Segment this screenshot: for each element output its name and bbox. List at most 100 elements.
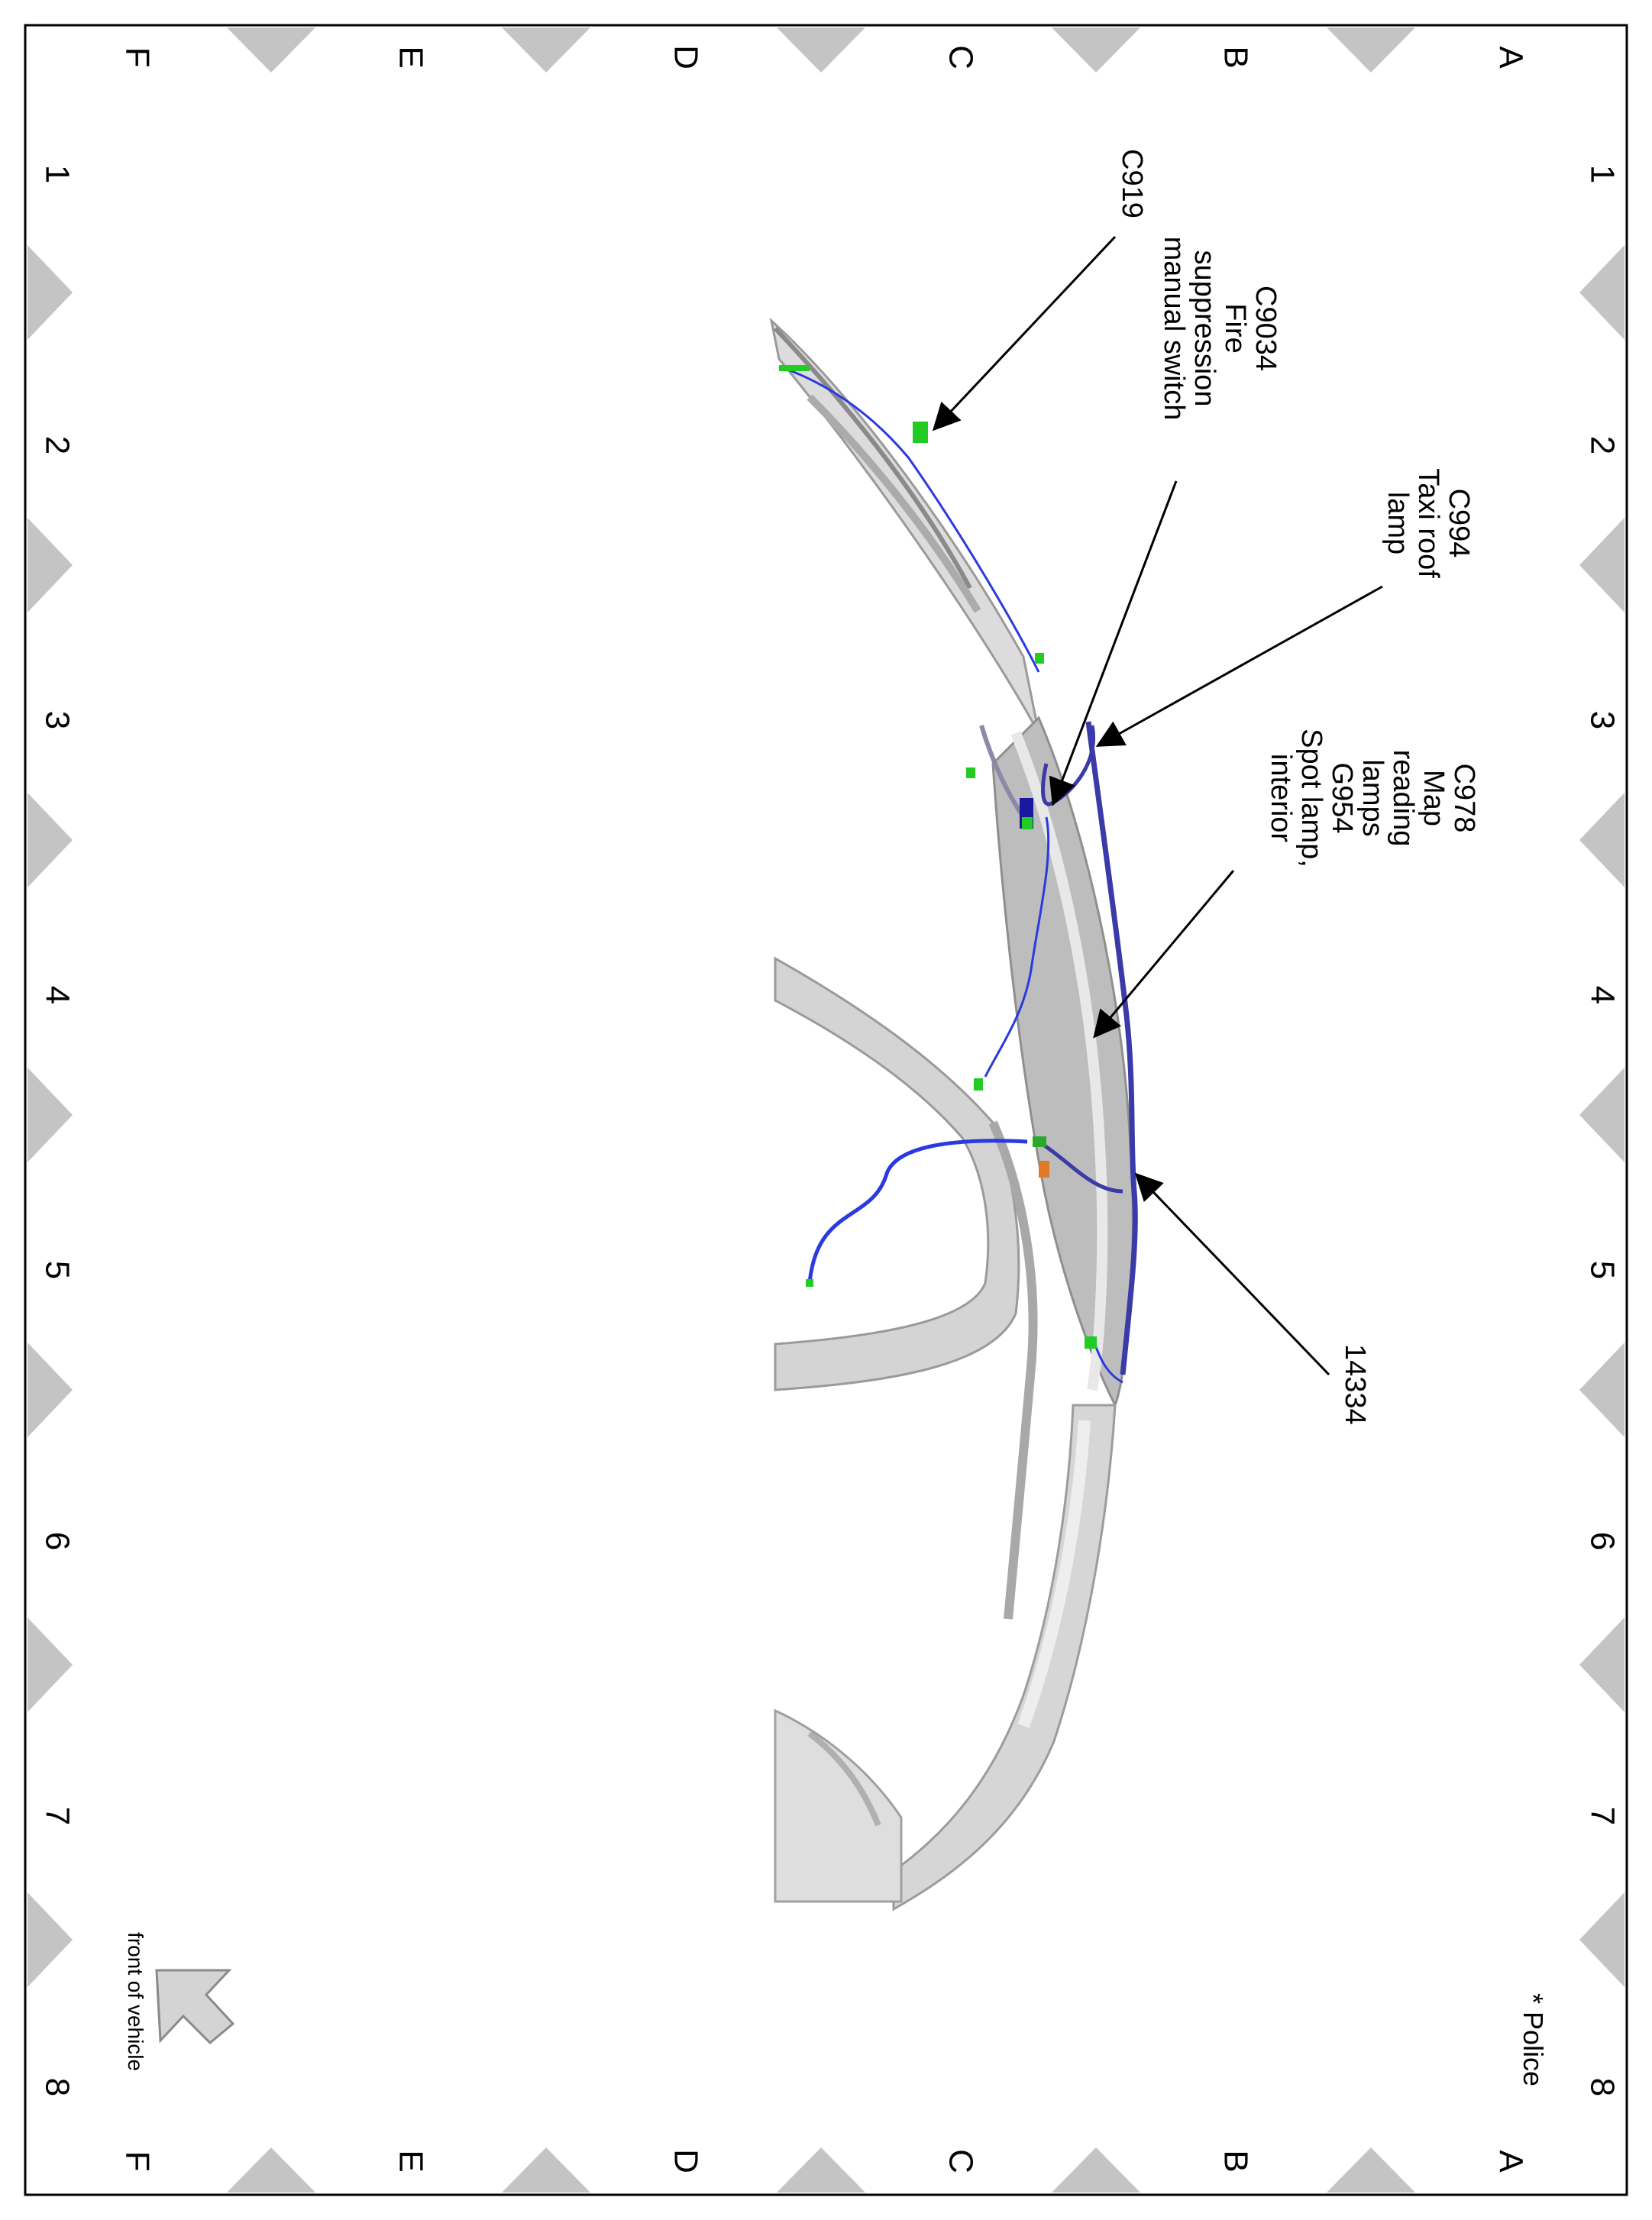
svg-text:8: 8 xyxy=(1583,2078,1621,2096)
row-label-bottom-A: A xyxy=(1492,2150,1529,2173)
border-tab-left-3 xyxy=(27,1068,73,1162)
border-tab-top-0 xyxy=(1327,27,1415,73)
svg-text:F: F xyxy=(118,2151,156,2172)
callout-c994: C994 Taxi roof lamp xyxy=(1382,468,1475,578)
col-label-left-4: 4 xyxy=(38,986,76,1004)
border-tab-right-6 xyxy=(1579,1892,1625,1987)
border-tab-right-1 xyxy=(1579,518,1625,612)
note-front-of-vehicle: front of vehicle xyxy=(124,1932,147,2071)
svg-text:Fire: Fire xyxy=(1219,303,1251,353)
border-tab-right-0 xyxy=(1579,245,1625,340)
svg-text:front of vehicle: front of vehicle xyxy=(124,1932,147,2071)
svg-text:suppression: suppression xyxy=(1188,250,1220,407)
svg-text:3: 3 xyxy=(38,711,76,729)
col-label-left-8: 8 xyxy=(38,2078,76,2096)
svg-text:interior: interior xyxy=(1265,754,1297,842)
col-label-left-2: 2 xyxy=(38,436,76,454)
leader-c994 xyxy=(1095,585,1383,747)
row-label-top-A: A xyxy=(1492,46,1529,69)
col-label-right-6: 6 xyxy=(1583,1532,1621,1550)
row-label-bottom-D: D xyxy=(667,2149,704,2173)
callout-c9034: C9034 Fire suppression manual switch xyxy=(1158,237,1282,421)
col-label-right-3: 3 xyxy=(1583,711,1621,729)
svg-text:A: A xyxy=(1492,2150,1529,2173)
svg-text:1: 1 xyxy=(38,165,76,183)
callout-14334: 14334 xyxy=(1339,1344,1371,1425)
rear-door-frame xyxy=(774,1708,903,1903)
border-tab-left-4 xyxy=(27,1343,73,1437)
svg-text:C: C xyxy=(942,2149,979,2173)
row-label-bottom-C: C xyxy=(942,2149,979,2173)
leader-c978 xyxy=(1093,870,1235,1039)
border-tab-left-5 xyxy=(27,1617,73,1712)
border-tab-top-1 xyxy=(1052,27,1140,73)
svg-text:B: B xyxy=(1217,46,1254,68)
border-tabs xyxy=(27,27,1625,2193)
header-wire xyxy=(778,365,1040,673)
svg-text:C978: C978 xyxy=(1448,764,1480,833)
col-label-left-7: 7 xyxy=(38,1807,76,1825)
svg-text:lamps: lamps xyxy=(1356,759,1389,836)
border-tab-bottom-1 xyxy=(1052,2147,1140,2193)
border-tab-bottom-2 xyxy=(777,2147,865,2193)
svg-text:B: B xyxy=(1217,2150,1254,2172)
svg-text:4: 4 xyxy=(1583,986,1621,1004)
svg-text:8: 8 xyxy=(38,2078,76,2096)
col-label-left-3: 3 xyxy=(38,711,76,729)
svg-text:6: 6 xyxy=(1583,1532,1621,1550)
svg-text:3: 3 xyxy=(1583,711,1621,729)
svg-text:C9034: C9034 xyxy=(1250,286,1282,371)
border-tab-right-3 xyxy=(1579,1068,1625,1162)
svg-text:7: 7 xyxy=(38,1807,76,1825)
svg-text:* Police: * Police xyxy=(1518,1993,1549,2086)
svg-text:4: 4 xyxy=(38,986,76,1004)
pillar-lead xyxy=(979,725,1026,819)
svg-text:Map: Map xyxy=(1418,770,1450,826)
svg-text:C: C xyxy=(942,45,979,69)
svg-text:reading: reading xyxy=(1387,750,1419,847)
wiring-harness xyxy=(778,365,1138,1384)
border-tab-bottom-0 xyxy=(1327,2147,1415,2193)
border-tab-right-4 xyxy=(1579,1343,1625,1437)
svg-text:2: 2 xyxy=(1583,436,1621,454)
row-label-top-B: B xyxy=(1217,46,1254,68)
row-label-top-C: C xyxy=(942,45,979,69)
leader-14334 xyxy=(1134,1172,1330,1376)
border-tab-left-6 xyxy=(27,1892,73,1987)
svg-text:C994: C994 xyxy=(1443,489,1475,558)
branch-wire-upper xyxy=(984,816,1050,1078)
border-tab-left-2 xyxy=(27,793,73,887)
svg-text:1: 1 xyxy=(1583,165,1621,183)
col-label-right-2: 2 xyxy=(1583,436,1621,454)
border-tab-bottom-3 xyxy=(502,2147,590,2193)
svg-text:7: 7 xyxy=(1583,1807,1621,1825)
col-label-right-4: 4 xyxy=(1583,986,1621,1004)
page-frame xyxy=(24,24,1628,2196)
svg-text:5: 5 xyxy=(38,1261,76,1279)
col-label-right-8: 8 xyxy=(1583,2078,1621,2096)
col-label-left-5: 5 xyxy=(38,1261,76,1279)
svg-text:Taxi roof: Taxi roof xyxy=(1412,468,1444,578)
rear-roof-rail xyxy=(892,1404,1117,1911)
leader-c9034 xyxy=(1049,480,1178,806)
svg-text:D: D xyxy=(667,2149,704,2173)
svg-text:6: 6 xyxy=(38,1532,76,1550)
border-tab-right-5 xyxy=(1579,1617,1625,1712)
svg-text:14334: 14334 xyxy=(1339,1344,1371,1425)
front-arrow-icon xyxy=(155,1969,235,2045)
leader-c919 xyxy=(932,235,1117,431)
leader-lines xyxy=(932,235,1383,1376)
border-tab-left-1 xyxy=(27,518,73,612)
b-pillar-frame xyxy=(774,956,1020,1391)
svg-text:E: E xyxy=(392,46,429,68)
row-label-top-D: D xyxy=(667,45,704,69)
border-tab-bottom-4 xyxy=(227,2147,315,2193)
svg-text:A: A xyxy=(1492,46,1529,69)
svg-text:G954: G954 xyxy=(1326,763,1358,834)
row-label-top-F: F xyxy=(118,47,156,68)
svg-text:5: 5 xyxy=(1583,1261,1621,1279)
front-header-rail xyxy=(769,317,1040,734)
note-police: * Police xyxy=(1518,1993,1549,2086)
